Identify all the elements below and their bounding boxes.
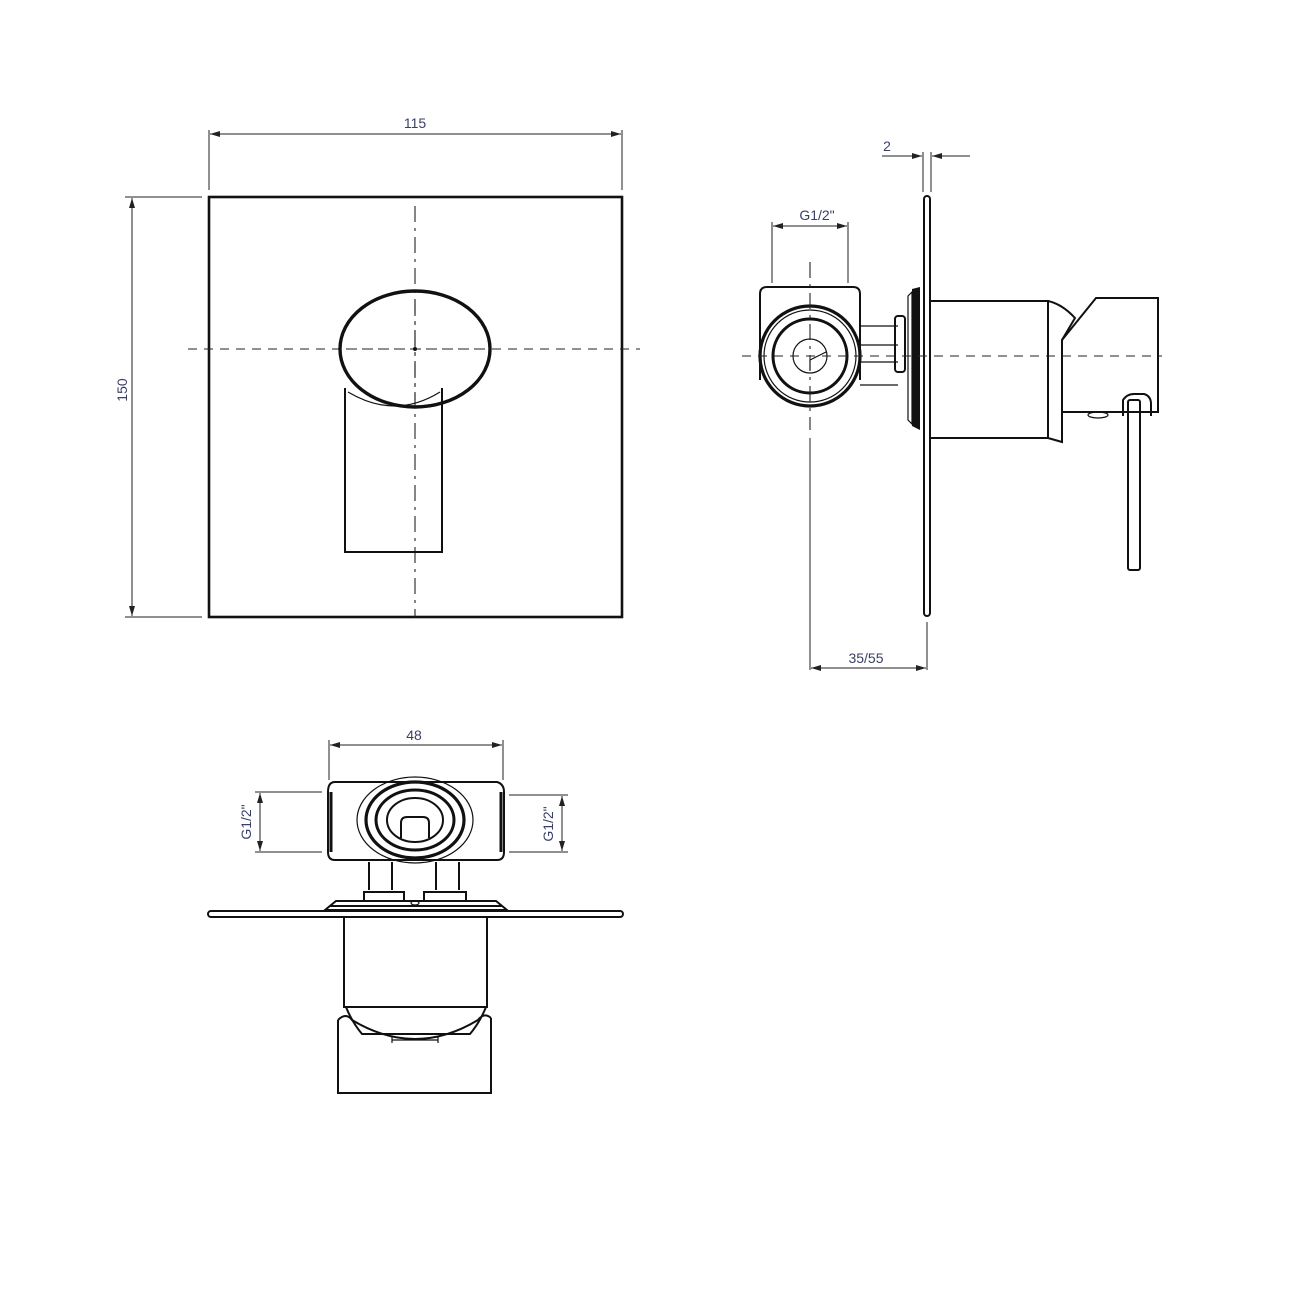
- lever: [1127, 399, 1141, 571]
- depth-dimension-label: 35/55: [848, 650, 883, 666]
- top-ring: [364, 780, 466, 860]
- knob-center-point: [413, 347, 417, 351]
- right-inlet-dimension-label: G1/2": [540, 806, 556, 841]
- top-ring: [374, 788, 456, 852]
- lever-stem: [344, 388, 443, 553]
- lever-hub: [1122, 393, 1152, 416]
- inlet-valve-mark: [809, 351, 827, 370]
- top-inlet-body: [327, 781, 505, 861]
- top-handle-block: [337, 1018, 492, 1094]
- top-flange-hole: [410, 900, 420, 906]
- top-ring-outer: [356, 776, 474, 864]
- top-wall-plate: [207, 910, 624, 918]
- handle-block: [1061, 297, 1159, 413]
- flange: [912, 287, 920, 430]
- top-cartridge-body: [343, 917, 488, 1008]
- top-handle-detail: [391, 1037, 439, 1043]
- thickness-dimension-label: 2: [883, 138, 891, 154]
- lever-screw: [1087, 411, 1109, 419]
- inlet-dimension-label: G1/2": [799, 207, 834, 223]
- nut: [894, 315, 906, 373]
- top-connector-nuts: [363, 891, 467, 902]
- top-handle-curve: [337, 1014, 492, 1040]
- cartridge-neck: [1047, 300, 1077, 444]
- left-inlet-dimension-label: G1/2": [238, 804, 254, 839]
- height-dimension-label: 150: [114, 378, 130, 402]
- top-connector-legs: [368, 862, 460, 890]
- side-view: 2 G1/2": [742, 138, 1162, 671]
- top-cartridge-neck: [345, 1006, 487, 1035]
- top-valve-square: [400, 816, 430, 838]
- width-dimension-label: 115: [404, 115, 427, 131]
- body-width-dimension-label: 48: [406, 727, 422, 743]
- top-ring-inner: [386, 797, 444, 843]
- front-view: 115 150: [114, 115, 640, 619]
- flange-edge: [907, 290, 913, 426]
- top-view: 48 G1/2" G1/2": [207, 727, 624, 1094]
- knob: [338, 289, 492, 409]
- cartridge-body: [930, 300, 1049, 439]
- wall-plate: [923, 195, 931, 617]
